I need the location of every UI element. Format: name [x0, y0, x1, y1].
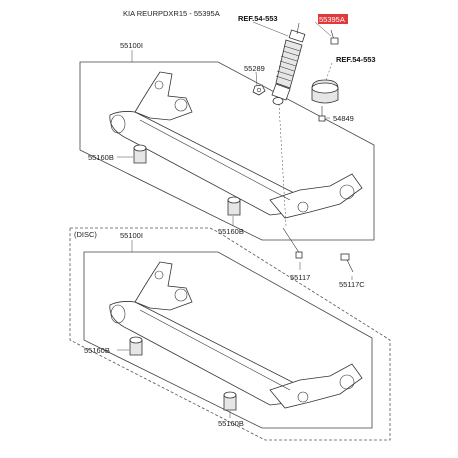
mount-bolt-label: 54849 — [333, 114, 354, 123]
upper-mount — [311, 79, 339, 122]
upper-axle-frame — [79, 61, 375, 241]
upper-bushing-left-label: 55160B — [88, 153, 114, 162]
bolt-short-label: 55117 — [290, 273, 310, 282]
upper-bushing-right — [227, 196, 241, 216]
diagram-title: KIA REURPDXR15 - 55395A — [123, 9, 220, 18]
bolt-55117 — [282, 227, 303, 259]
upper-bushing-left — [133, 144, 147, 164]
bolt-long-label: 55117C — [339, 280, 365, 289]
highlighted-part-label: 55395A — [319, 15, 345, 24]
lower-rear-axle — [109, 261, 363, 409]
nut-label: 55289 — [244, 64, 265, 73]
shock-absorber — [271, 22, 306, 105]
bolt-55117c — [340, 253, 354, 273]
shock-ref-label: REF.54-553 — [238, 14, 278, 23]
disc-group-frame — [69, 227, 391, 441]
lower-axle-frame — [83, 251, 373, 429]
upper-rear-axle — [109, 71, 363, 219]
mount-ref-label: REF.54-553 — [336, 55, 376, 64]
upper-bushing-right-label: 55160B — [218, 227, 244, 236]
lower-bushing-left-label: 55160B — [84, 346, 110, 355]
lower-bushing-right — [223, 391, 237, 411]
lower-bushing-right-label: 55160B — [218, 419, 244, 428]
lower-axle-label: 55100I — [120, 231, 143, 240]
bolt-55395a — [330, 29, 339, 45]
upper-axle-label: 55100I — [120, 41, 143, 50]
lower-bushing-left — [129, 336, 143, 356]
disc-variant-label: (DISC) — [74, 230, 97, 239]
nut-55289 — [252, 84, 266, 96]
highlight-box — [318, 14, 348, 24]
